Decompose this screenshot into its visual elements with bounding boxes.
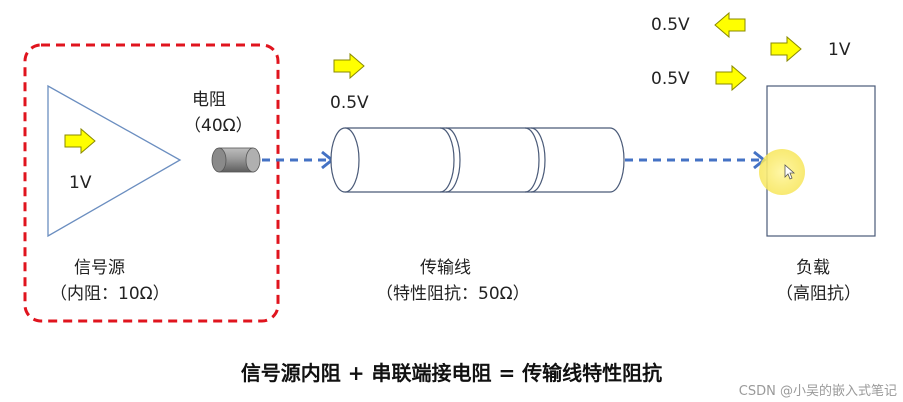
resistor-name: 电阻 bbox=[192, 90, 226, 110]
load-name: 负载 bbox=[796, 258, 830, 278]
load-detail: （高阻抗） bbox=[776, 284, 861, 304]
watermark: CSDN @小吴的嵌入式笔记 bbox=[738, 384, 897, 399]
dashed-arrow-icon bbox=[625, 150, 767, 170]
series-resistor-shape bbox=[211, 147, 261, 173]
load-total-voltage-label: 1V bbox=[828, 40, 851, 60]
source-detail: （内阻：10Ω） bbox=[50, 284, 170, 304]
source-name: 信号源 bbox=[74, 258, 125, 278]
transmission-line-shape bbox=[330, 127, 625, 193]
transmission-line-detail: （特性阻抗：50Ω） bbox=[376, 284, 530, 304]
transmission-line-name: 传输线 bbox=[420, 258, 471, 278]
source-voltage-label: 1V bbox=[69, 173, 92, 193]
dashed-arrow-icon bbox=[262, 150, 335, 170]
incident-voltage-label: 0.5V bbox=[651, 69, 690, 89]
signal-source-triangle bbox=[47, 84, 182, 238]
right-arrow-icon bbox=[64, 127, 96, 155]
diagram-caption: 信号源内阻 + 串联端接电阻 = 传输线特性阻抗 bbox=[240, 361, 663, 385]
resistor-value: （40Ω） bbox=[184, 116, 253, 136]
source-group-box bbox=[23, 43, 280, 323]
reflected-voltage-label: 0.5V bbox=[651, 15, 690, 35]
right-arrow-icon bbox=[333, 52, 365, 80]
left-arrow-icon bbox=[714, 11, 746, 39]
cursor-highlight-icon bbox=[759, 149, 805, 195]
right-arrow-icon bbox=[770, 35, 802, 63]
line-wave-label: 0.5V bbox=[330, 93, 369, 113]
right-arrow-icon bbox=[715, 64, 747, 92]
